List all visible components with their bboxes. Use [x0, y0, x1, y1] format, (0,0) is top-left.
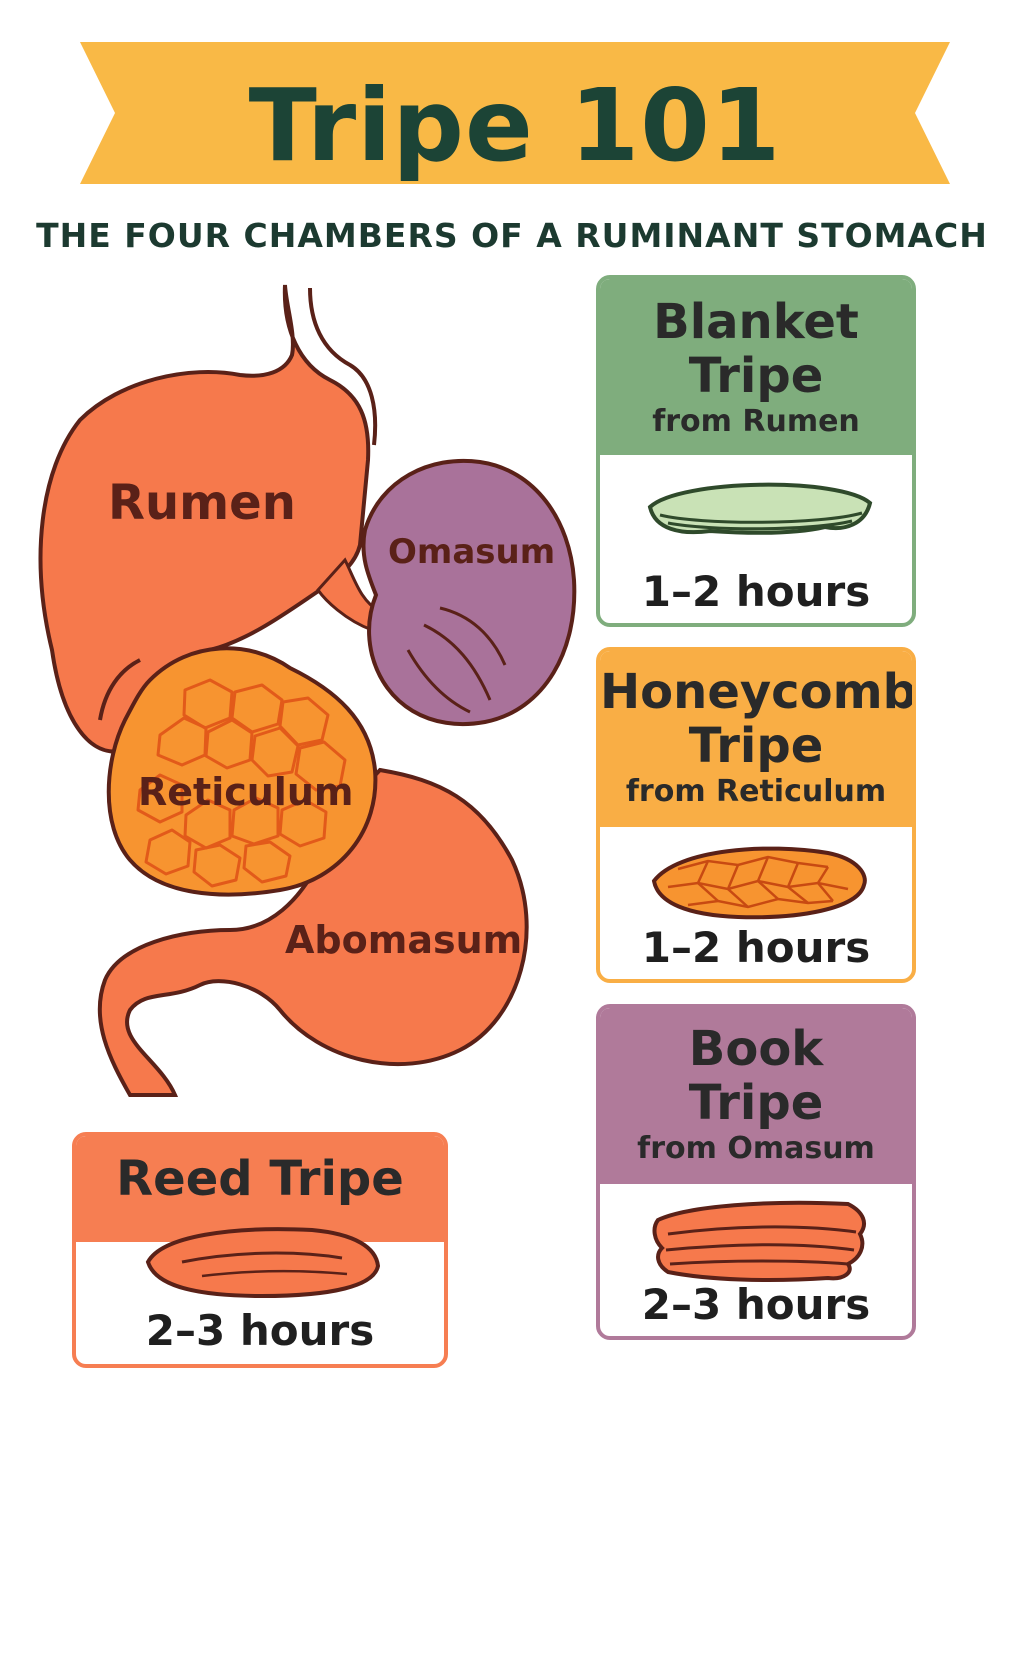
honeycomb-tripe-card: Honeycomb Tripe from Reticulum 1–2 hours: [596, 647, 916, 983]
card-header: Blanket Tripe from Rumen: [600, 279, 912, 455]
title-banner: Tripe 101: [70, 38, 960, 196]
card-title: Tripe: [688, 348, 824, 404]
book-tripe-card: Book Tripe from Omasum 2–3 hours: [596, 1004, 916, 1340]
abomasum-label: Abomasum: [285, 918, 523, 962]
cook-time: 1–2 hours: [641, 567, 871, 616]
card-source: from Rumen: [652, 404, 860, 439]
card-title: Book: [688, 1021, 824, 1077]
reticulum-label: Reticulum: [138, 770, 354, 814]
stomach-illustration: [38, 284, 577, 1097]
reed-tripe-icon: [145, 1227, 381, 1299]
card-source: from Reticulum: [625, 774, 887, 809]
omasum-label: Omasum: [388, 532, 556, 572]
cook-time: 2–3 hours: [641, 1280, 871, 1329]
card-title: Blanket: [653, 294, 859, 350]
stomach-diagram: Rumen Omasum Reticulum Abomasum: [0, 270, 620, 1170]
book-tripe-icon: [652, 1200, 866, 1282]
card-title: Tripe: [688, 718, 824, 774]
card-header: Honeycomb Tripe from Reticulum: [600, 651, 912, 827]
card-title: Tripe: [688, 1075, 824, 1131]
reed-tripe-card: Reed Tripe 2–3 hours: [72, 1132, 448, 1368]
blanket-tripe-card: Blanket Tripe from Rumen 1–2 hours: [596, 275, 916, 627]
rumen-label: Rumen: [108, 475, 296, 531]
card-header: Reed Tripe: [76, 1136, 444, 1242]
cook-time: 2–3 hours: [145, 1306, 375, 1355]
page-subtitle: THE FOUR CHAMBERS OF A RUMINANT STOMACH: [36, 216, 988, 255]
page-title: Tripe 101: [248, 67, 782, 184]
card-title: Reed Tripe: [116, 1151, 404, 1207]
honeycomb-tripe-icon: [651, 846, 867, 920]
cook-time: 1–2 hours: [641, 923, 871, 972]
card-title: Honeycomb: [600, 664, 916, 720]
card-source: from Omasum: [637, 1131, 875, 1166]
blanket-tripe-icon: [647, 482, 873, 535]
card-header: Book Tripe from Omasum: [600, 1008, 912, 1184]
